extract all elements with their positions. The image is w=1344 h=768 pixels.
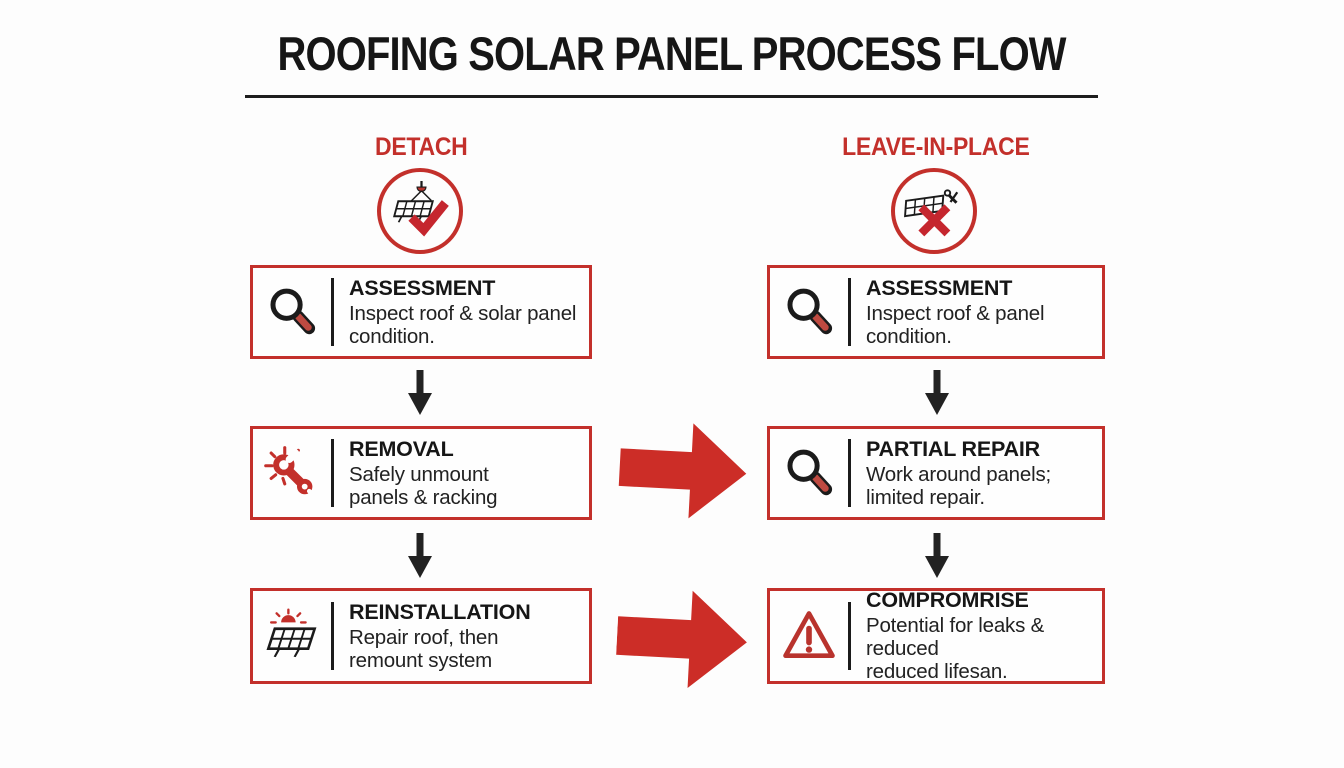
step-description: Repair roof, then remount system [349,625,499,672]
leave-in-place-badge [891,168,977,254]
down-arrow-icon [408,370,432,415]
down-arrow-icon [925,370,949,415]
icon-text-divider [331,602,334,670]
step-title: ASSESSMENT [349,275,496,300]
column-header-detach: DETACH [374,133,468,161]
step-title: PARTIAL REPAIR [866,436,1040,461]
title-underline [245,95,1098,98]
crane-lifting-panel-check-icon [392,181,449,237]
step-description: Inspect roof & panel condition. [866,301,1045,348]
step-box-lip-partial-repair: PARTIAL REPAIR Work around panels; limit… [767,426,1105,520]
detach-badge [377,168,463,254]
solar-panel-sun-icon [253,607,331,665]
step-title: ASSESSMENT [866,275,1013,300]
step-description: Inspect roof & solar panel condition. [349,301,577,348]
icon-text-divider [848,439,851,507]
magnifier-icon [770,283,848,341]
step-title: REINSTALLATION [349,599,531,624]
wrench-burst-icon [253,444,331,502]
step-description: Safely unmount panels & racking [349,462,498,509]
icon-text-divider [331,439,334,507]
magnifier-icon [253,283,331,341]
step-box-detach-assessment: ASSESSMENT Inspect roof & solar panel co… [250,265,592,359]
step-box-detach-reinstallation: REINSTALLATION Repair roof, then remount… [250,588,592,684]
step-description: Potential for leaks & reduced reduced li… [866,614,1045,683]
magnifier-icon [770,444,848,502]
icon-text-divider [848,278,851,346]
step-description: Work around panels; limited repair. [866,462,1051,509]
step-box-lip-compromise: COMPROMRISE Potential for leaks & reduce… [767,588,1105,684]
icon-text-divider [331,278,334,346]
column-header-leave-in-place: LEAVE-IN-PLACE [842,133,1030,161]
page-title: ROOFING SOLAR PANEL PROCESS FLOW [277,27,1067,80]
step-box-detach-removal: REMOVAL Safely unmount panels & racking [250,426,592,520]
panel-tools-x-icon [904,189,959,237]
step-box-lip-assessment: ASSESSMENT Inspect roof & panel conditio… [767,265,1105,359]
down-arrow-icon [408,533,432,578]
warning-triangle-icon [770,606,848,666]
icon-text-divider [848,602,851,670]
flow-arrow-right-icon [616,590,747,689]
flow-arrow-right-icon [618,423,747,519]
down-arrow-icon [925,533,949,578]
step-title: REMOVAL [349,436,454,461]
step-title: COMPROMRISE [866,588,1029,613]
